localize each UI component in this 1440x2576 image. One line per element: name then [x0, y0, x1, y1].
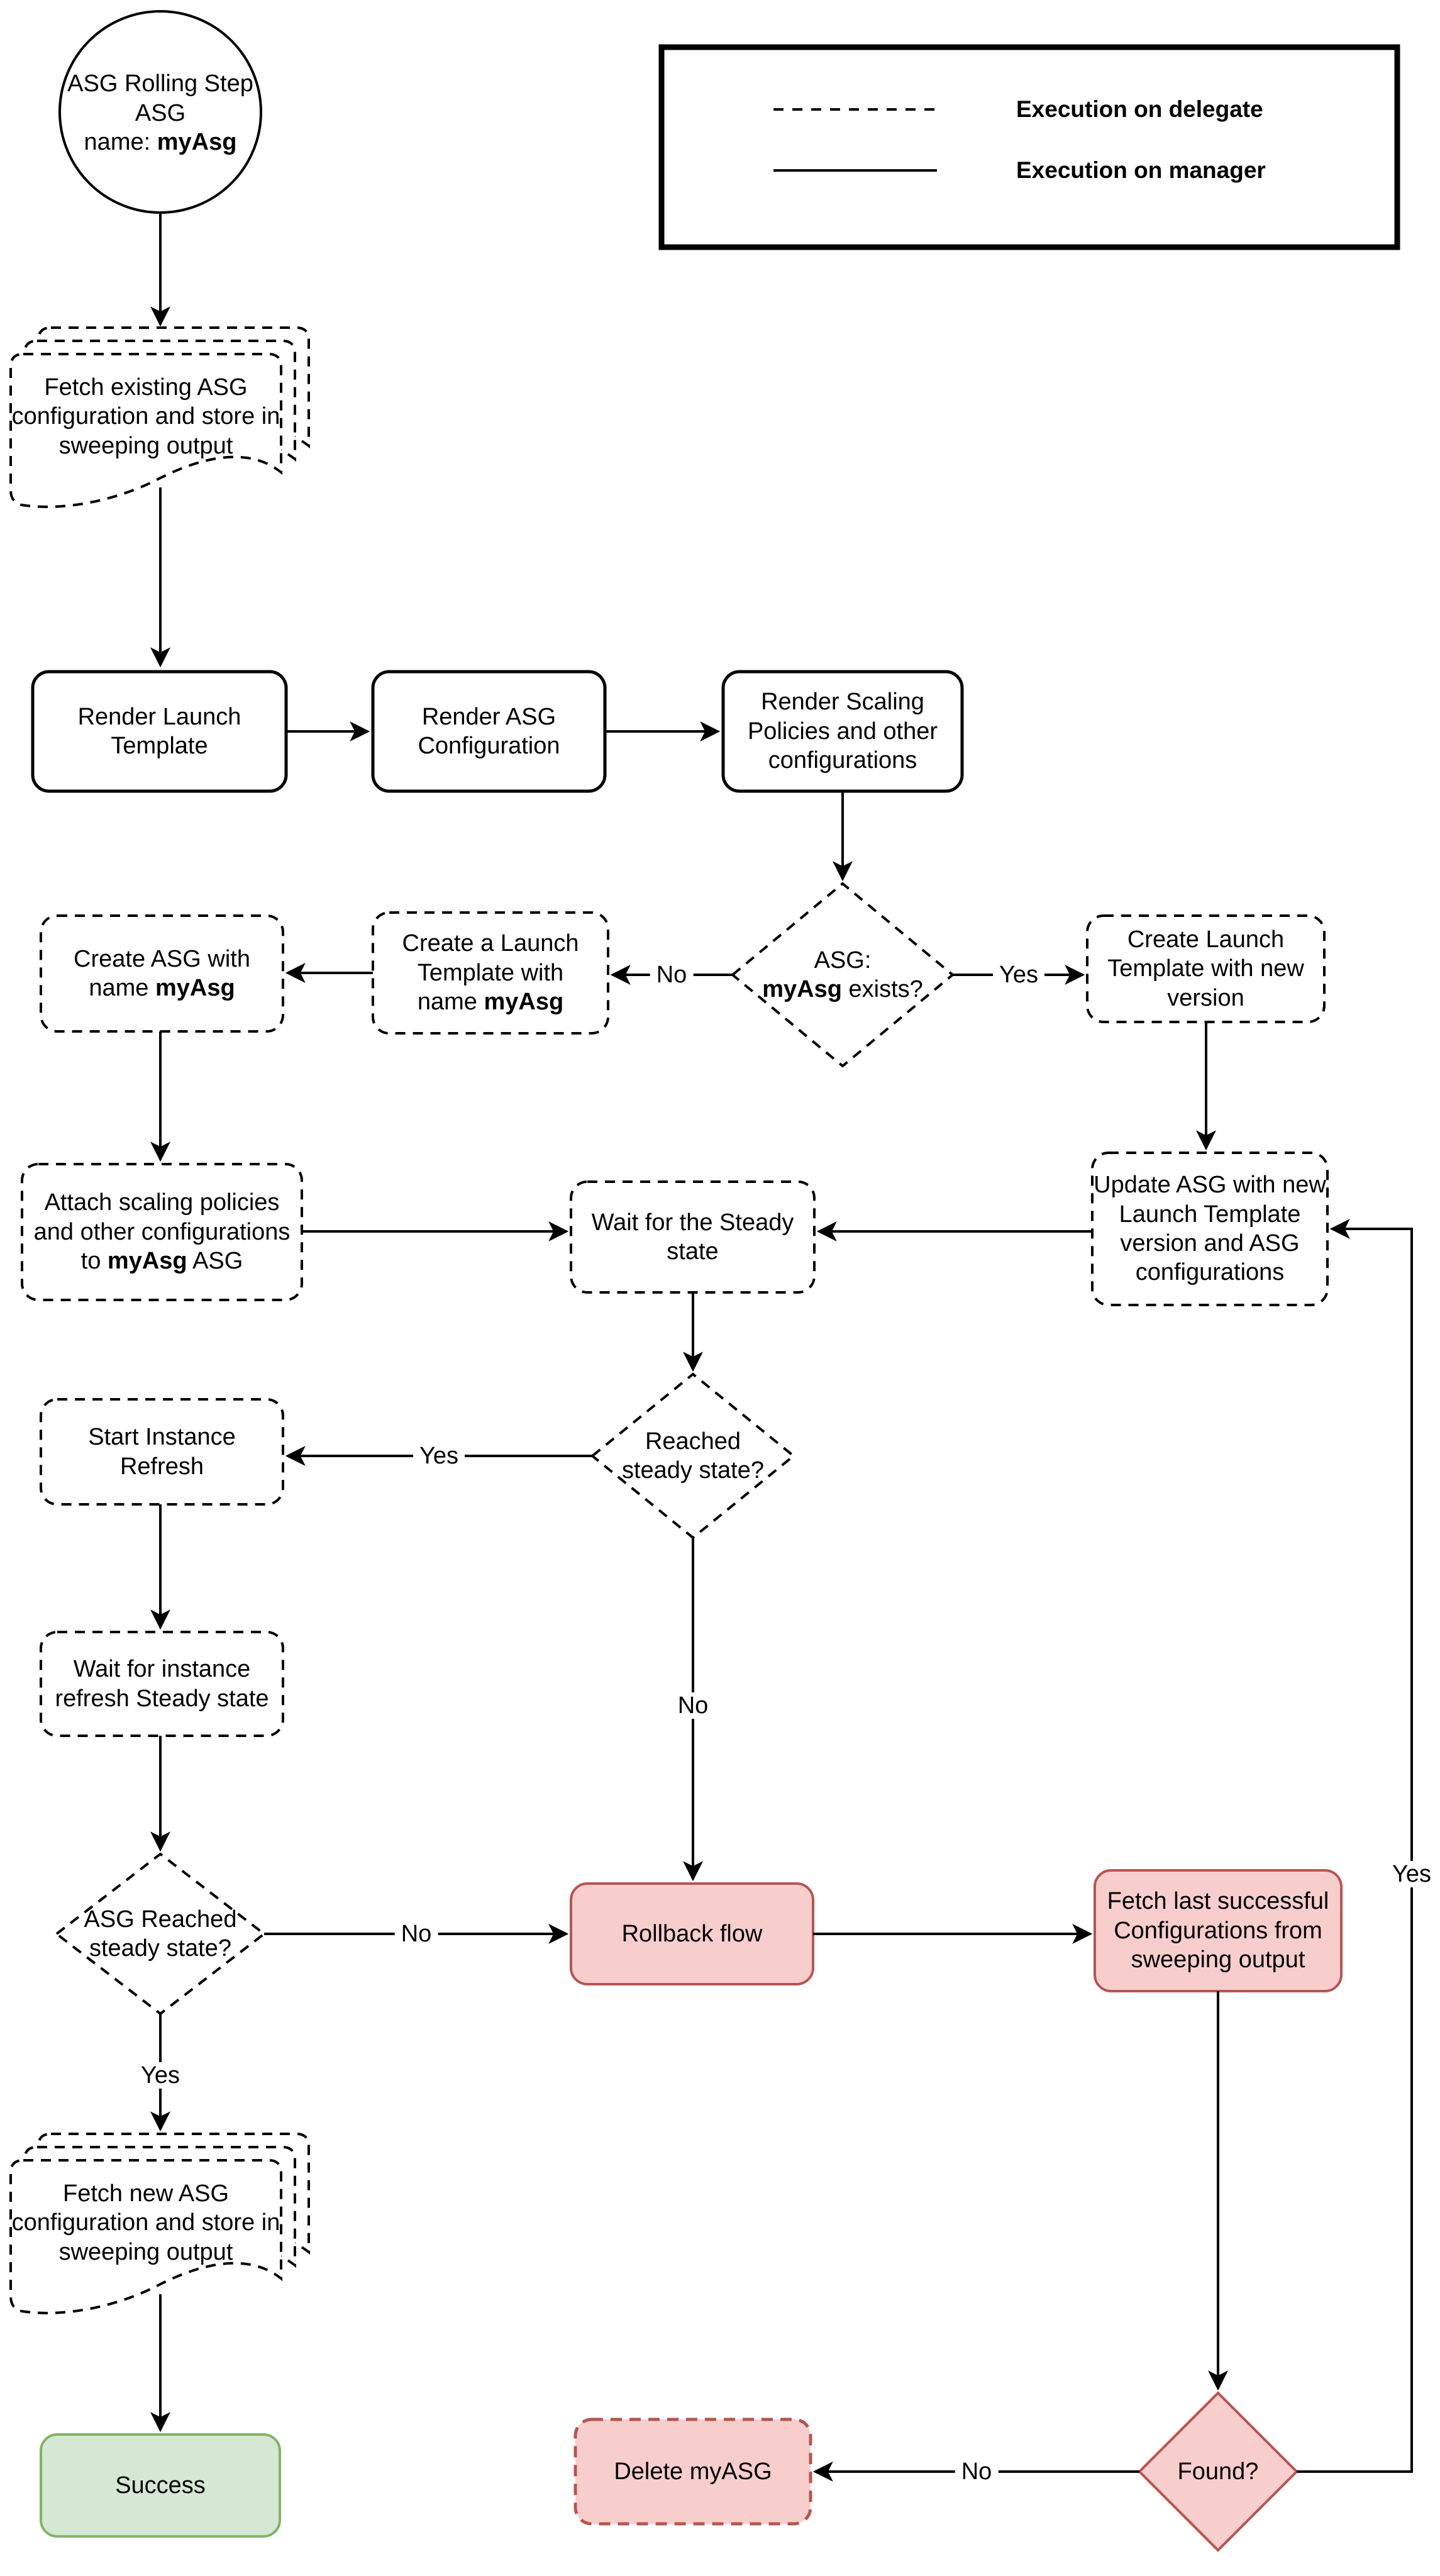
label-exists-no: No: [650, 962, 694, 988]
label-reached-no: No: [671, 1692, 715, 1719]
wait-steady-label: Wait for the Steady state: [591, 1209, 794, 1265]
asg-reached-diamond: [54, 1852, 267, 2016]
asg-reached-label: ASG Reached steady state?: [84, 1906, 237, 1962]
wait-refresh-box: [40, 1631, 284, 1737]
start-refresh-box: [40, 1398, 284, 1506]
fetch-new-label: Fetch new ASG configuration and store in…: [11, 2180, 280, 2265]
success-label: Success: [115, 2472, 206, 2499]
create-lt-named-box: [372, 911, 609, 1035]
reached-steady-diamond: [590, 1372, 796, 1540]
label-reached-yes: Yes: [413, 1443, 465, 1469]
label-asg-reached-no: No: [394, 1921, 438, 1947]
label-found-yes: Yes: [1386, 1861, 1437, 1887]
document-icon: [9, 353, 282, 508]
create-lt-named-label: Create a Launch Template with name myAsg: [402, 930, 579, 1016]
legend-delegate-label: Execution on delegate: [1016, 96, 1263, 122]
update-asg-label: Update ASG with new Launch Template vers…: [1094, 1172, 1326, 1286]
fetch-new-docs: [9, 2133, 310, 2314]
render-launch-template-label: Render Launch Template: [77, 703, 241, 759]
fetch-existing-docs: [9, 326, 310, 508]
create-asg-label: Create ASG with name myAsg: [74, 945, 250, 1001]
edge-found-yes: [1297, 1219, 1413, 2473]
start-refresh-label: Start Instance Refresh: [88, 1424, 236, 1480]
asg-exists-label: ASG: myAsg exists?: [762, 947, 923, 1002]
label-exists-yes: Yes: [993, 962, 1044, 988]
label-found-no: No: [955, 2458, 999, 2485]
label-asg-reached-yes: Yes: [135, 2062, 186, 2089]
start-node-label: ASG Rolling Step ASG name: myAsg: [67, 70, 253, 156]
legend-manager-label: Execution on manager: [1016, 157, 1266, 183]
render-asg-config-label: Render ASG Configuration: [418, 703, 560, 759]
delete-asg-box: [573, 2418, 812, 2526]
fetch-existing-label: Fetch existing ASG configuration and sto…: [11, 374, 280, 459]
wait-refresh-label: Wait for instance refresh Steady state: [55, 1656, 269, 1712]
fetch-last-label: Fetch last successful Configurations fro…: [1107, 1888, 1329, 1974]
legend-box: [658, 44, 1400, 250]
document-icon: [9, 2159, 282, 2314]
create-asg-box: [40, 914, 284, 1033]
render-scaling-label: Render Scaling Policies and other config…: [747, 689, 938, 774]
attach-label: Attach scaling policies and other config…: [33, 1189, 291, 1275]
rollback-label: Rollback flow: [621, 1920, 763, 1947]
delete-asg-label: Delete myASG: [614, 2458, 772, 2485]
create-lt-new-label: Create Launch Template with new version: [1107, 926, 1304, 1011]
success-box: [40, 2433, 281, 2538]
update-asg-box: [1091, 1152, 1329, 1306]
reached-steady-label: Reached steady state?: [621, 1428, 765, 1484]
found-label: Found?: [1177, 2458, 1259, 2485]
